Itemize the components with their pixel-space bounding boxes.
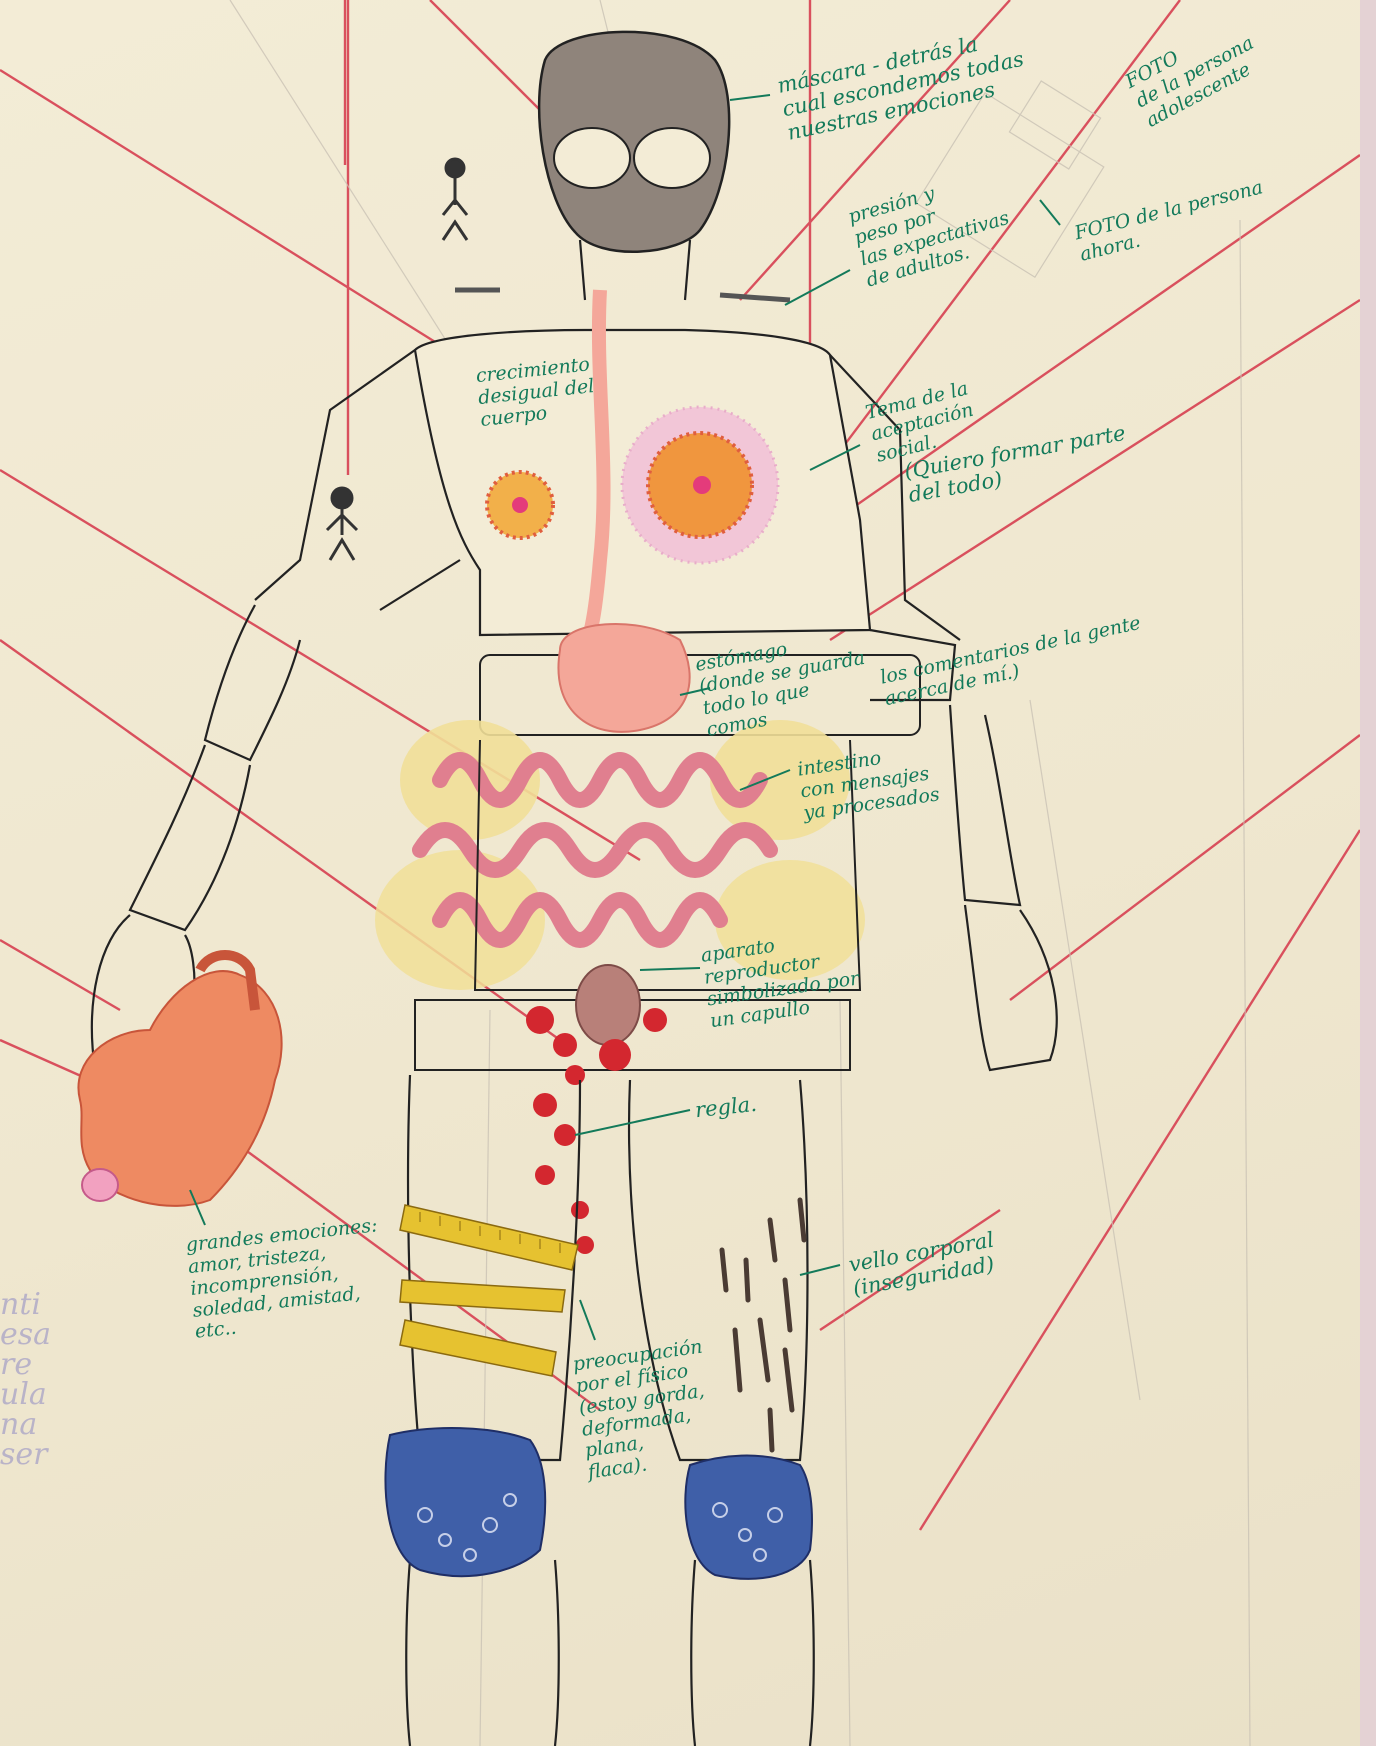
note-growth: crecimiento desigual del cuerpo	[475, 354, 598, 431]
faint-margin-text: nti esa re ula na ser	[0, 1290, 51, 1470]
measuring-tapes	[400, 1205, 578, 1376]
note-weight: preocupación por el físico (estoy gorda,…	[572, 1337, 720, 1485]
puppet-figure-icon	[443, 159, 467, 240]
mask-icon	[539, 32, 729, 252]
puppet-figure-icon	[327, 488, 357, 560]
note-emotions: grandes emociones: amor, tristeza, incom…	[185, 1215, 388, 1344]
body-hair	[722, 1200, 804, 1450]
heart-icon	[78, 955, 281, 1206]
